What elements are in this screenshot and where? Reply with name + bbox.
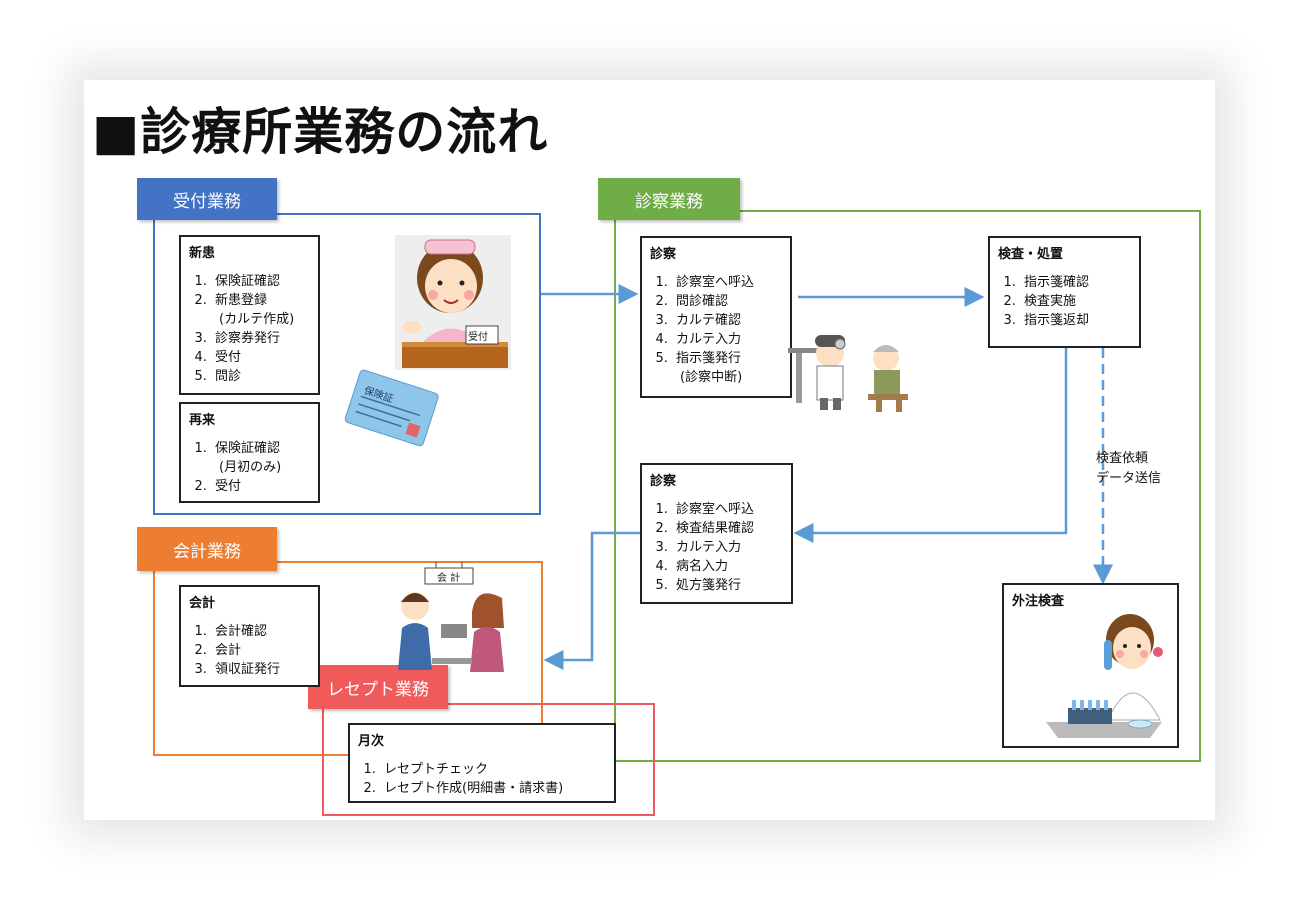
list-item: 保険証確認 — [211, 272, 310, 291]
gaichu-box: 外注検査 — [1002, 583, 1179, 748]
kaikei-tag: 会計業務 — [137, 527, 277, 571]
list-item: 検査結果確認 — [672, 519, 783, 538]
list-item: 診察室へ呼込 — [672, 500, 783, 519]
kaikei-title: 会計 — [189, 596, 216, 611]
kensa-box: 検査・処置 指示箋確認 検査実施 指示箋返却 — [988, 236, 1141, 348]
kensa-title: 検査・処置 — [998, 247, 1064, 262]
uketsuke-frame — [153, 213, 541, 515]
saiko-title: 再来 — [189, 413, 216, 428]
saiko-box: 再来 保険証確認(月初のみ) 受付 — [179, 402, 320, 503]
shinkan-title: 新患 — [189, 246, 216, 261]
gaichu-title: 外注検査 — [1012, 594, 1065, 609]
list-item: 診察室へ呼込 — [672, 273, 782, 292]
list-item-note: (診察中断) — [680, 370, 743, 385]
note-line: データ送信 — [1096, 471, 1162, 486]
list-item: 保険証確認(月初のみ) — [211, 439, 310, 477]
receipt-tag: レセプト業務 — [308, 665, 448, 709]
shinsatsu-box-1: 診察 診察室へ呼込 問診確認 カルテ確認 カルテ入力 指示箋発行(診察中断) — [640, 236, 792, 398]
list-item: 検査実施 — [1020, 292, 1131, 311]
list-item: 指示箋確認 — [1020, 273, 1131, 292]
list-item-note: (月初のみ) — [219, 460, 282, 475]
note-line: 検査依頼 — [1096, 451, 1149, 466]
list-item: カルテ入力 — [672, 538, 783, 557]
list-item: 受付 — [211, 477, 310, 496]
kensa-irai-note: 検査依頼 データ送信 — [1096, 449, 1161, 489]
uketsuke-tag: 受付業務 — [137, 178, 277, 220]
shinsatsu-box-2: 診察 診察室へ呼込 検査結果確認 カルテ入力 病名入力 処方箋発行 — [640, 463, 793, 604]
list-item: 新患登録(カルテ作成) — [211, 291, 310, 329]
page-title: ■診療所業務の流れ — [92, 103, 549, 161]
shinsatsu-tag: 診察業務 — [598, 178, 740, 220]
list-item-note: (カルテ作成) — [219, 312, 295, 327]
list-item: カルテ確認 — [672, 311, 782, 330]
shinkan-box: 新患 保険証確認 新患登録(カルテ作成) 診察券発行 受付 問診 — [179, 235, 320, 395]
shinsatsu-box-1-title: 診察 — [650, 247, 677, 262]
arrow-shinsatsu2-to-kaikei — [543, 531, 640, 670]
list-item: 処方箋発行 — [672, 576, 783, 595]
list-item: 問診確認 — [672, 292, 782, 311]
cashier-sign-label: 会 計 — [437, 573, 461, 584]
list-item: 会計確認 — [211, 622, 310, 641]
list-item: 領収証発行 — [211, 660, 310, 679]
shinsatsu-frame — [614, 210, 1201, 762]
list-item: 受付 — [211, 348, 310, 367]
list-item: カルテ入力 — [672, 330, 782, 349]
desk-sign-label: 受付 — [468, 332, 488, 343]
arrow-kensa-to-shinsatsu2 — [793, 347, 1068, 543]
list-item: 診察券発行 — [211, 329, 310, 348]
list-item: レセプト作成(明細書・請求書) — [380, 779, 606, 798]
kaikei-box: 会計 会計確認 会計 領収証発行 — [179, 585, 320, 687]
list-item: レセプトチェック — [380, 760, 606, 779]
list-item: 会計 — [211, 641, 310, 660]
shinsatsu-box-2-title: 診察 — [650, 474, 677, 489]
receipt-frame — [322, 703, 655, 816]
list-item: 病名入力 — [672, 557, 783, 576]
list-item: 問診 — [211, 367, 310, 386]
list-item: 指示箋発行(診察中断) — [672, 349, 782, 387]
list-item: 指示箋返却 — [1020, 311, 1131, 330]
getsuji-box: 月次 レセプトチェック レセプト作成(明細書・請求書) — [348, 723, 616, 803]
getsuji-title: 月次 — [358, 734, 385, 749]
